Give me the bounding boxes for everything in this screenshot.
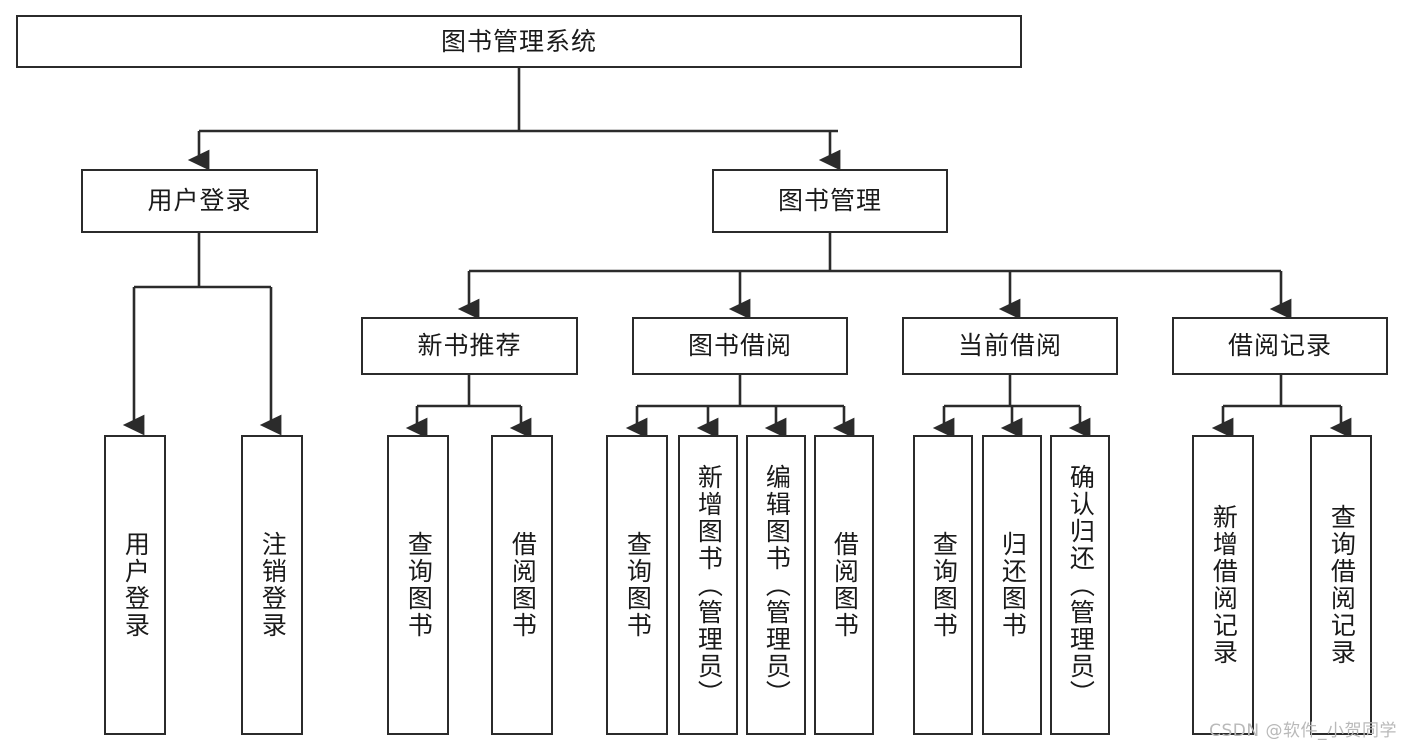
node-leaf-confirm-return-label: 确认归还（管理员） bbox=[1066, 463, 1096, 707]
node-new-book-rec-label: 新书推荐 bbox=[417, 331, 522, 361]
node-leaf-query-book-3[interactable]: 查询图书 bbox=[913, 435, 973, 735]
node-leaf-add-record-label: 新增借阅记录 bbox=[1209, 504, 1239, 666]
node-leaf-query-book-2-label: 查询图书 bbox=[623, 531, 653, 639]
node-current-borrow[interactable]: 当前借阅 bbox=[902, 317, 1118, 375]
node-current-borrow-label: 当前借阅 bbox=[957, 331, 1062, 361]
node-leaf-query-book-1-label: 查询图书 bbox=[404, 531, 434, 639]
csdn-watermark: CSDN @软件_小贺同学 bbox=[1209, 721, 1397, 741]
node-root[interactable]: 图书管理系统 bbox=[16, 15, 1022, 68]
node-leaf-user-login-label: 用户登录 bbox=[121, 531, 151, 639]
node-book-borrow[interactable]: 图书借阅 bbox=[632, 317, 848, 375]
node-leaf-return-book-label: 归还图书 bbox=[998, 531, 1028, 639]
node-leaf-borrow-book-2-label: 借阅图书 bbox=[830, 531, 860, 639]
node-leaf-query-book-1[interactable]: 查询图书 bbox=[387, 435, 449, 735]
node-leaf-add-book[interactable]: 新增图书（管理员） bbox=[678, 435, 738, 735]
node-leaf-edit-book-label: 编辑图书（管理员） bbox=[762, 463, 792, 707]
node-leaf-add-book-label: 新增图书（管理员） bbox=[694, 463, 724, 707]
node-book-borrow-label: 图书借阅 bbox=[687, 331, 792, 361]
node-leaf-logout[interactable]: 注销登录 bbox=[241, 435, 303, 735]
node-leaf-borrow-book-1[interactable]: 借阅图书 bbox=[491, 435, 553, 735]
node-leaf-borrow-book-1-label: 借阅图书 bbox=[508, 531, 538, 639]
node-leaf-edit-book[interactable]: 编辑图书（管理员） bbox=[746, 435, 806, 735]
node-user-login[interactable]: 用户登录 bbox=[81, 169, 318, 233]
node-root-label: 图书管理系统 bbox=[440, 26, 597, 56]
node-leaf-user-login[interactable]: 用户登录 bbox=[104, 435, 166, 735]
node-user-login-label: 用户登录 bbox=[147, 186, 252, 216]
node-leaf-query-book-2[interactable]: 查询图书 bbox=[606, 435, 668, 735]
node-book-manage[interactable]: 图书管理 bbox=[712, 169, 948, 233]
node-leaf-borrow-book-2[interactable]: 借阅图书 bbox=[814, 435, 874, 735]
node-borrow-record[interactable]: 借阅记录 bbox=[1172, 317, 1388, 375]
node-leaf-logout-label: 注销登录 bbox=[258, 531, 288, 639]
node-leaf-query-book-3-label: 查询图书 bbox=[929, 531, 959, 639]
node-leaf-add-record[interactable]: 新增借阅记录 bbox=[1192, 435, 1254, 735]
node-leaf-return-book[interactable]: 归还图书 bbox=[982, 435, 1042, 735]
node-new-book-rec[interactable]: 新书推荐 bbox=[361, 317, 578, 375]
node-leaf-query-record-label: 查询借阅记录 bbox=[1327, 504, 1357, 666]
node-book-manage-label: 图书管理 bbox=[777, 186, 882, 216]
node-leaf-confirm-return[interactable]: 确认归还（管理员） bbox=[1050, 435, 1110, 735]
node-leaf-query-record[interactable]: 查询借阅记录 bbox=[1310, 435, 1372, 735]
node-borrow-record-label: 借阅记录 bbox=[1227, 331, 1332, 361]
